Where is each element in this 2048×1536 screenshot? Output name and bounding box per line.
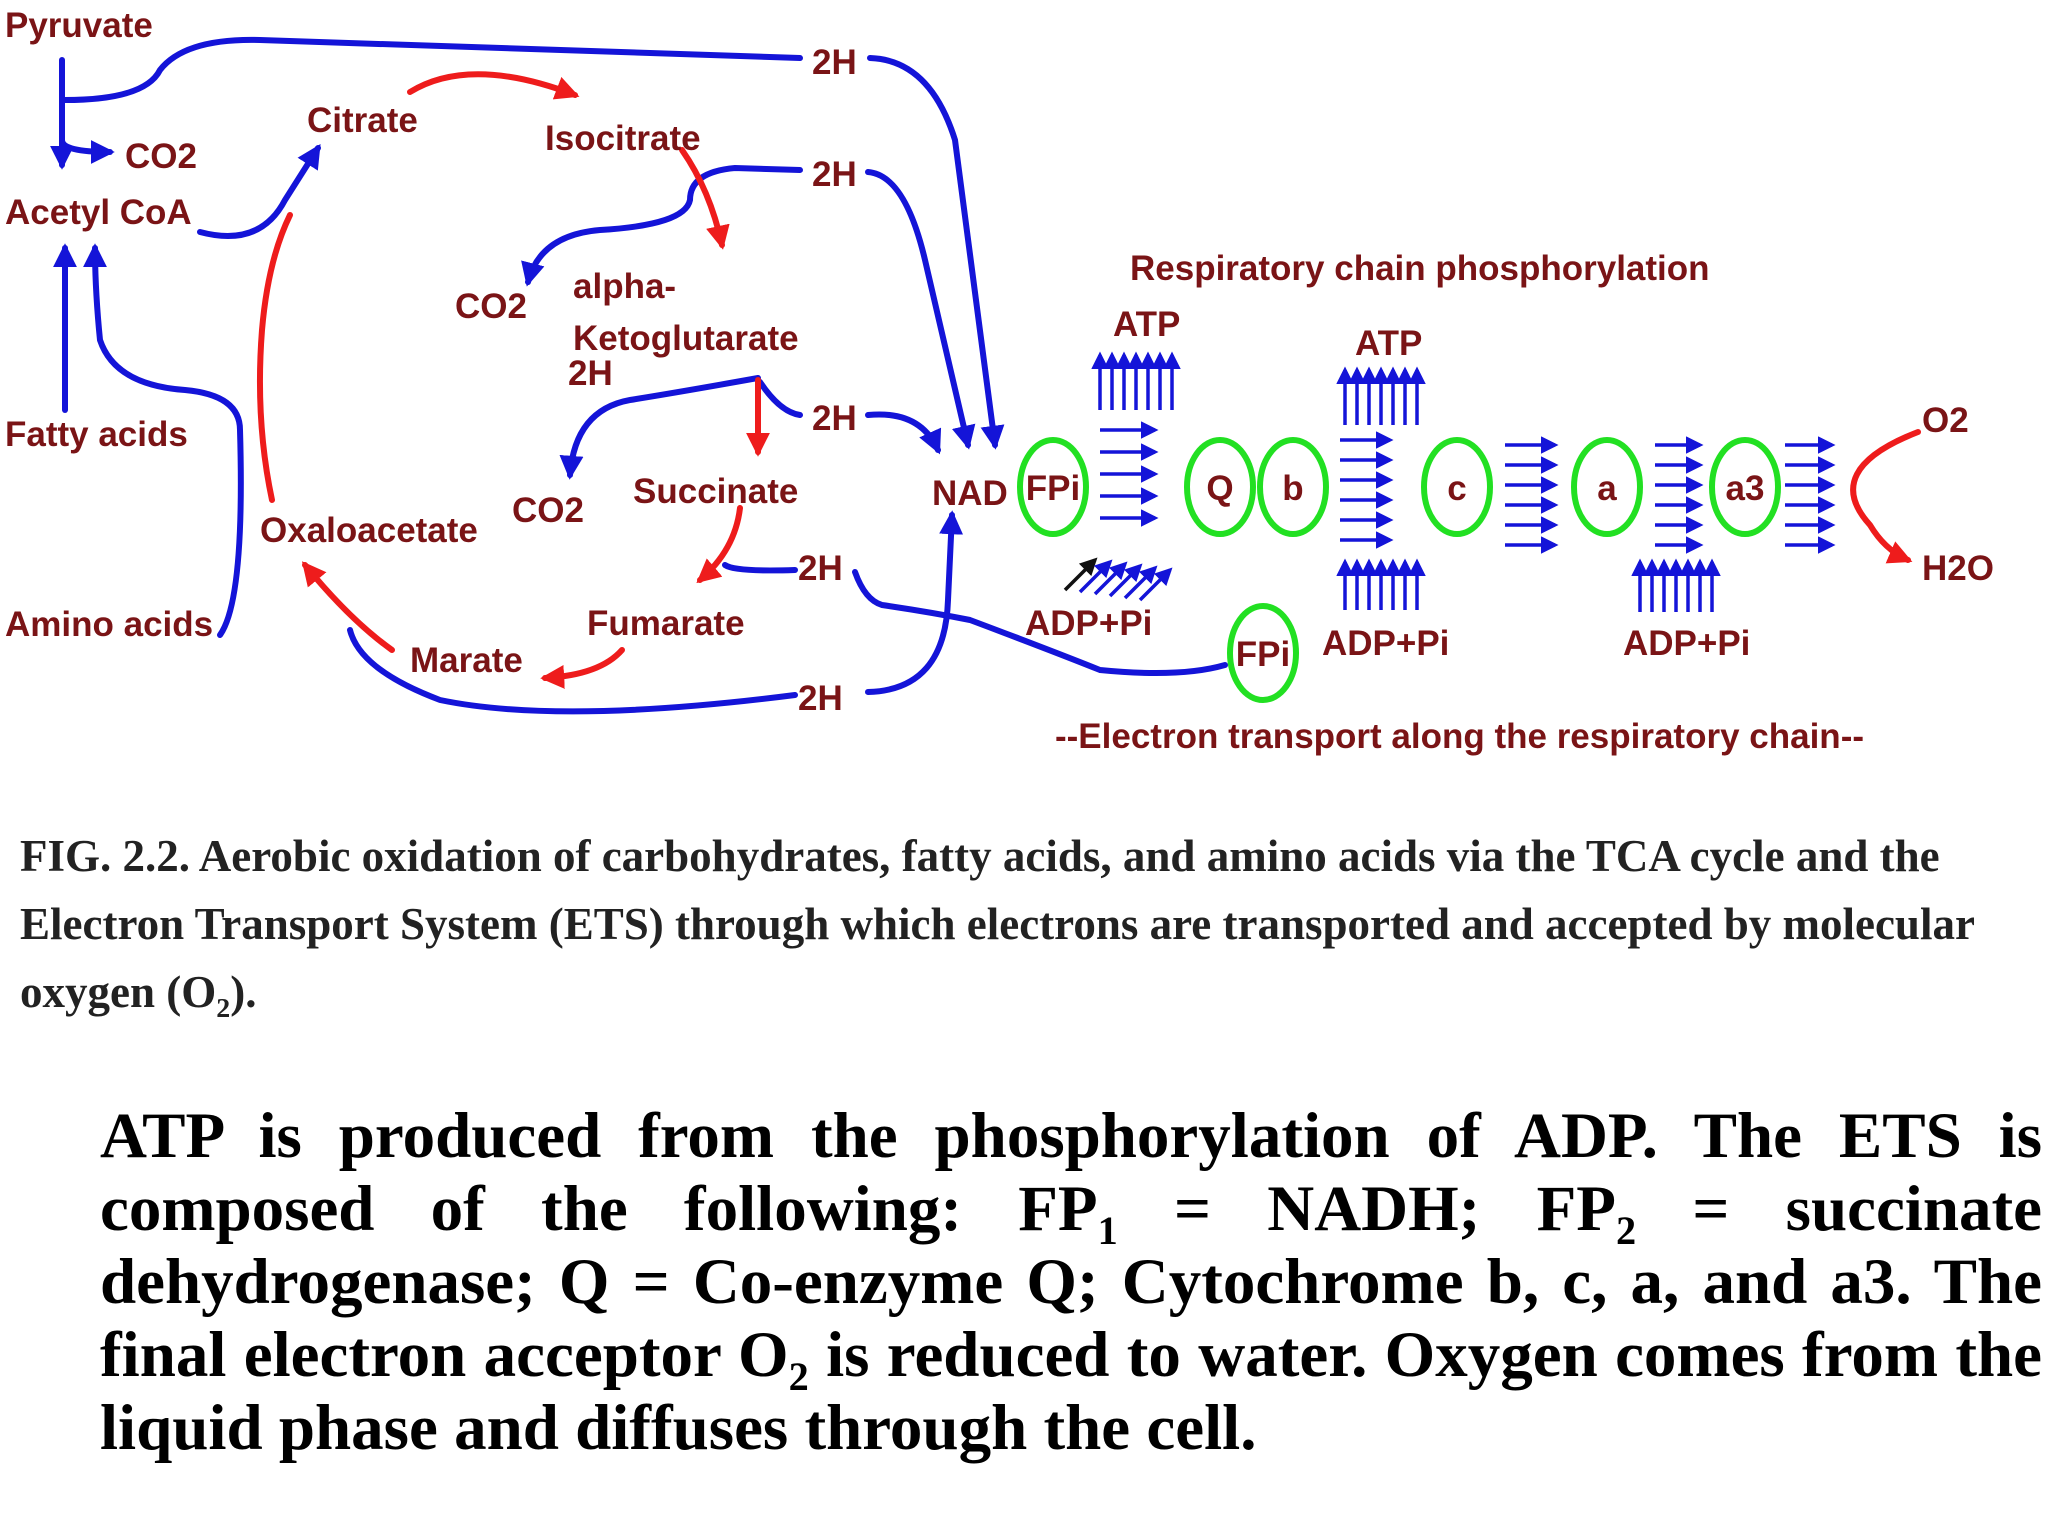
o2-to-h2o-arrow <box>1850 429 1921 564</box>
fpi-2-label: FPi <box>1236 635 1290 674</box>
explanation-paragraph: ATP is produced from the phosphorylation… <box>100 1100 2042 1465</box>
fumarate-label: Fumarate <box>587 604 745 643</box>
adp-arrows-1 <box>1063 557 1173 602</box>
fpi-1-ring <box>1017 437 1089 537</box>
cytochrome-b-label: b <box>1282 469 1303 508</box>
figure-number: FIG. 2.2. <box>20 831 191 881</box>
oxaloacetate-label: Oxaloacetate <box>260 511 478 550</box>
two-h-label-2: 2H <box>812 155 857 194</box>
cytochrome-b-ring <box>1257 437 1329 537</box>
citrate-to-isocitrate-arrow <box>407 71 580 100</box>
citrate-label: Citrate <box>307 101 418 140</box>
succinate-2h-fp2-arrow <box>722 562 1228 677</box>
adp-pi-label-3: ADP+Pi <box>1623 624 1750 663</box>
fatty-acids-label: Fatty acids <box>5 415 188 454</box>
marate-2h-arrow <box>347 510 964 715</box>
two-h-label-4: 2H <box>798 549 843 588</box>
cytochrome-a3-ring <box>1709 437 1781 537</box>
co2-label-pyruvate: CO2 <box>125 137 197 176</box>
electron-transport-label: --Electron transport along the respirato… <box>1055 717 1864 756</box>
alpha-label: alpha- <box>573 267 676 306</box>
atp-up-arrows-1 <box>1091 351 1181 410</box>
atp-label-2: ATP <box>1355 324 1422 363</box>
isocitrate-label: Isocitrate <box>545 119 701 158</box>
body-text-2: = NADH; FP <box>1117 1173 1616 1245</box>
isocitrate-2h-arrow <box>521 164 976 450</box>
co2-label-ketoglutarate: CO2 <box>512 491 584 530</box>
pyruvate-co2-arrow <box>59 137 115 164</box>
nad-label: NAD <box>932 474 1008 513</box>
marate-to-oxaloacetate-arrow <box>301 561 395 653</box>
caption-subscript: 2 <box>216 992 231 1024</box>
cytochrome-c-ring <box>1421 437 1493 537</box>
succinate-to-fumarate-arrow <box>696 505 743 584</box>
cytochrome-c-label: c <box>1447 469 1466 508</box>
ketoglutarate-label: Ketoglutarate <box>573 319 799 358</box>
q-label: Q <box>1206 469 1233 508</box>
succinate-label: Succinate <box>633 472 798 511</box>
cytochrome-a3-label: a3 <box>1726 469 1765 508</box>
atp-label-1: ATP <box>1113 305 1180 344</box>
adp-arrows-3 <box>1631 558 1721 612</box>
electron-flow-arrows-5 <box>1785 436 1836 554</box>
adp-arrows-2 <box>1336 558 1426 610</box>
acetyl-coa-to-citrate-arrow <box>197 143 321 239</box>
q-ring <box>1184 437 1256 537</box>
cytochrome-a-label: a <box>1597 469 1617 508</box>
pyruvate-2h-arrow <box>62 36 1005 450</box>
body-text-3: = succinate dehydrogenase; Q = Co-enzyme… <box>100 1173 2042 1391</box>
electron-flow-arrows-2 <box>1340 431 1394 549</box>
figure-caption: FIG. 2.2. Aerobic oxidation of carbohydr… <box>20 822 2010 1026</box>
oxaloacetate-to-citrate-arrow <box>256 212 293 503</box>
two-h-label-5: 2H <box>798 679 843 718</box>
ketoglutarate-2h-arrow <box>559 375 942 480</box>
body-sub-3: 2 <box>788 1354 809 1400</box>
body-text-4: is reduced to water. Oxygen comes from t… <box>100 1319 2043 1464</box>
tca-ets-diagram: Pyruvate CO2 Acetyl CoA Fatty acids Amin… <box>5 6 1994 756</box>
adp-pi-label-1: ADP+Pi <box>1025 604 1152 643</box>
o2-label: O2 <box>1922 401 1969 440</box>
electron-flow-arrows-1 <box>1100 421 1159 527</box>
fumarate-to-marate-arrow <box>540 647 625 689</box>
respiratory-chain-title: Respiratory chain phosphorylation <box>1130 249 1710 288</box>
fpi-2-ring <box>1227 603 1299 703</box>
cytochrome-a-ring <box>1571 437 1643 537</box>
two-h-label-1: 2H <box>812 43 857 82</box>
h2o-label: H2O <box>1922 549 1994 588</box>
marate-label: Marate <box>410 641 523 680</box>
body-text-1: ATP is produced from the phosphorylation… <box>100 1100 2042 1245</box>
ketoglutarate-2h-label: 2H <box>568 354 613 393</box>
body-sub-1: 1 <box>1097 1208 1118 1254</box>
adp-pi-label-2: ADP+Pi <box>1322 624 1449 663</box>
electron-flow-arrows-3 <box>1505 436 1559 554</box>
isocitrate-to-ketoglutarate-arrow <box>679 147 730 250</box>
co2-label-isocitrate: CO2 <box>455 287 527 326</box>
caption-end: ). <box>230 967 257 1017</box>
amino-acids-label: Amino acids <box>5 605 213 644</box>
amino-acids-arrow <box>83 243 244 638</box>
caption-text: Aerobic oxidation of carbohydrates, fatt… <box>20 831 1975 1017</box>
acetyl-coa-label: Acetyl CoA <box>5 193 192 232</box>
pyruvate-label: Pyruvate <box>5 6 153 45</box>
atp-up-arrows-2 <box>1336 366 1426 425</box>
fpi-1-label: FPi <box>1026 469 1080 508</box>
body-sub-2: 2 <box>1615 1208 1637 1254</box>
electron-flow-arrows-4 <box>1655 436 1704 554</box>
two-h-label-3: 2H <box>812 399 857 438</box>
